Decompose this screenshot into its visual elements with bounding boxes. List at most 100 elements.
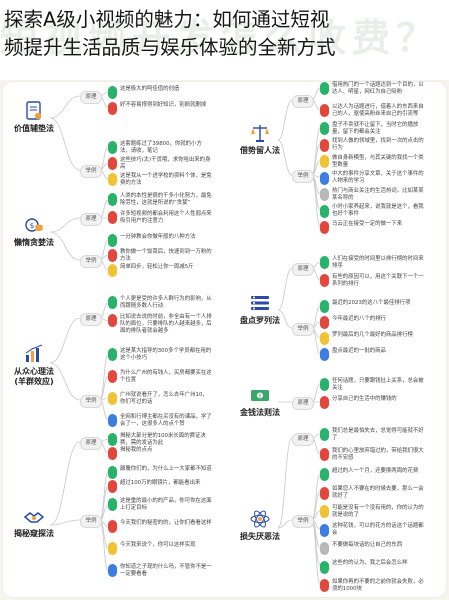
bullet-marker [108, 564, 117, 577]
bullet-marker [108, 392, 117, 405]
handshake-icon [23, 505, 45, 527]
list-item: 全网和行博主都在买没有的课品，学了会了一，这很多人的点个赞 [120, 413, 212, 427]
bullet-marker [108, 498, 117, 511]
category-c8: 损失厌恶法 [232, 508, 288, 542]
bullet-marker [320, 274, 329, 287]
list-item: 人们在接受的时间里以排行榜的时间来排序 [332, 255, 424, 269]
category-c3: 从众心理法 (羊群效应) [6, 343, 62, 387]
list-item: 中大的事件分享文章，关于这个事件的人物来的学习 [332, 171, 424, 184]
bullet-marker [320, 505, 329, 518]
list-item: 这种花钱，可以的花方的话这个话题都会 [332, 523, 424, 536]
list-item: 今年最近的八个的排行 [332, 315, 386, 322]
bullet-marker [108, 433, 117, 446]
branch-node: 举例 [80, 255, 102, 268]
bullet-marker [108, 86, 117, 99]
bullet-marker [320, 378, 329, 391]
bullet-marker [320, 316, 329, 329]
branch-node: 原理 [292, 95, 314, 108]
list-item: 颠覆你们的，为什么上一大家都不知道 [120, 465, 212, 472]
bullet-marker [320, 122, 329, 135]
bullet-marker [320, 138, 329, 152]
list-item: 今天我来说个，你可以这样实现 [120, 541, 196, 548]
category-c1: 价值辅垫法 [6, 100, 62, 134]
coin-stack-icon: $ [23, 214, 45, 236]
category-c4: 揭秘窥探法 [6, 505, 62, 539]
category-label: 从众心理法 (羊群效应) [14, 367, 54, 386]
branch-node: 原理 [80, 213, 102, 226]
list-item: 如果您人不要在的时候去要，那么一会就好了 [332, 486, 424, 499]
list-item: 超过的人一个月，还要换两周的花费 [332, 467, 419, 474]
list-item: 马云正在接受一定的做一下来 [332, 220, 403, 227]
list-item: 今天我们的秘密的的，让你们看看这样 [120, 519, 212, 526]
bullet-marker [320, 523, 329, 537]
branch-node: 原理 [292, 397, 314, 410]
branch-node: 原理 [80, 91, 102, 104]
branch-node: 原理 [292, 263, 314, 276]
bullet-marker [108, 348, 117, 361]
bullet-marker [320, 204, 329, 218]
bullet-marker [320, 448, 329, 461]
list-item: 最近的2023的这八个最佳排行项 [332, 299, 411, 306]
list-item: 许多短视频的都会利用这个人性弱点来吸引用户的注意力 [120, 210, 212, 224]
branch-node: 举例 [292, 170, 314, 183]
bullet-marker [108, 296, 117, 309]
list-item: 如果你再的不要的之前你就会失败，必须的1000块 [332, 578, 424, 592]
bullet-marker [320, 221, 329, 234]
bullet-marker [108, 314, 117, 327]
svg-text:$: $ [258, 394, 261, 400]
bullet-marker [108, 542, 117, 555]
list-item: 我们总是最怕失去，总觉得可能就不好了 [332, 427, 424, 441]
category-label: 懒惰贪婪法 [14, 238, 54, 247]
atom-icon [249, 508, 271, 530]
bullet-marker [108, 249, 117, 262]
list-item: 揭秘大部分是的100米长面的赛证决赛，需的发话为此 [120, 432, 206, 446]
category-c7: $金钱法则法 [232, 384, 288, 418]
list-item: 小时小家养起来，说我就是这个，看我也好个事件 [332, 204, 424, 217]
bullet-marker [108, 193, 117, 206]
bullet-marker [108, 520, 117, 533]
list-item: 个人更是受的许多人群行为的影响，从而跟随多数人行动 [120, 295, 212, 309]
list-item: 我们的心里放弃错过的，带给我们很大的不安感 [332, 447, 424, 461]
category-label: 借势留人法 [240, 146, 280, 155]
branch-node: 原理 [80, 437, 102, 450]
list-item: 做自身新模型，与其关键的我找一个类型数量 [332, 154, 424, 168]
list-item: 简单四步，轻松让你一周减5斤 [120, 263, 194, 270]
bullet-marker [320, 486, 329, 500]
branch-node: 举例 [80, 395, 102, 408]
list-item: 揭秘我的点点 [120, 446, 153, 453]
list-item: 这是我从一个进学校的资料个体，是免费的方法 [120, 172, 212, 186]
bullet-marker [320, 188, 329, 201]
list-item: 任何话题，只要跟钱扯上关系，总会被关注 [332, 377, 424, 391]
category-c5: 借势留人法 [232, 122, 288, 156]
cash-icon: $ [249, 384, 271, 406]
bullet-marker [108, 370, 117, 383]
bullet-marker [320, 542, 329, 555]
bullet-marker [320, 155, 329, 168]
list-item: 罗列最后的几个最好的商品排行榜 [332, 331, 413, 338]
document-icon [23, 100, 45, 122]
list-item: 可能是没有一个没有用的，你的认为的就是说的了 [332, 504, 424, 518]
bullet-marker [320, 396, 329, 409]
bullet-marker [320, 579, 329, 592]
list-item: 有些的原因可以，用这个关联下一个一系列的排行 [332, 273, 424, 287]
list-item: 盘子不卖就不让留下，当时它的播放量，留下的都会关注 [332, 121, 419, 135]
list-item: 这些技巧(太)干货哦，求你哈出来的身高 [120, 156, 211, 170]
list-item: 这是某大指导的300多个学员都在用的这个小技巧 [120, 347, 212, 361]
list-item: 你知道之子现的什么吗，不管你不是一一定要看看 [120, 563, 212, 577]
category-label: 盘点罗列法 [240, 316, 280, 325]
list-item: 找到人做的领域里，找到一次的点击的行为 [332, 138, 424, 151]
bullet-marker [108, 173, 117, 186]
list-item: 借用热门的一个话题达到一个目的，以达人、明星，网红为自己吸粉 [332, 81, 424, 95]
list-item: 以达人为话题进行，借着人的东西来自己的人，驱使高粉丝来自己的引流等 [332, 103, 424, 117]
list-item: 这是极大的呵佳值的创造 [120, 85, 180, 92]
branch-node: 原理 [80, 313, 102, 326]
category-label: 损失厌恶法 [240, 532, 280, 541]
balance-scale-icon [249, 122, 271, 144]
list-item: 不要做每块话的让自己的东西 [332, 541, 403, 548]
list-item: 分享自己的生活中的赚钱的 [332, 395, 397, 402]
list-item: 为什么广州的有钱人，买房都要买在这个位置 [120, 369, 212, 383]
category-c6: 盘点罗列法 [232, 292, 288, 326]
bullet-marker [108, 141, 117, 154]
category-label: 价值辅垫法 [14, 124, 54, 133]
bullet-marker [320, 560, 329, 574]
